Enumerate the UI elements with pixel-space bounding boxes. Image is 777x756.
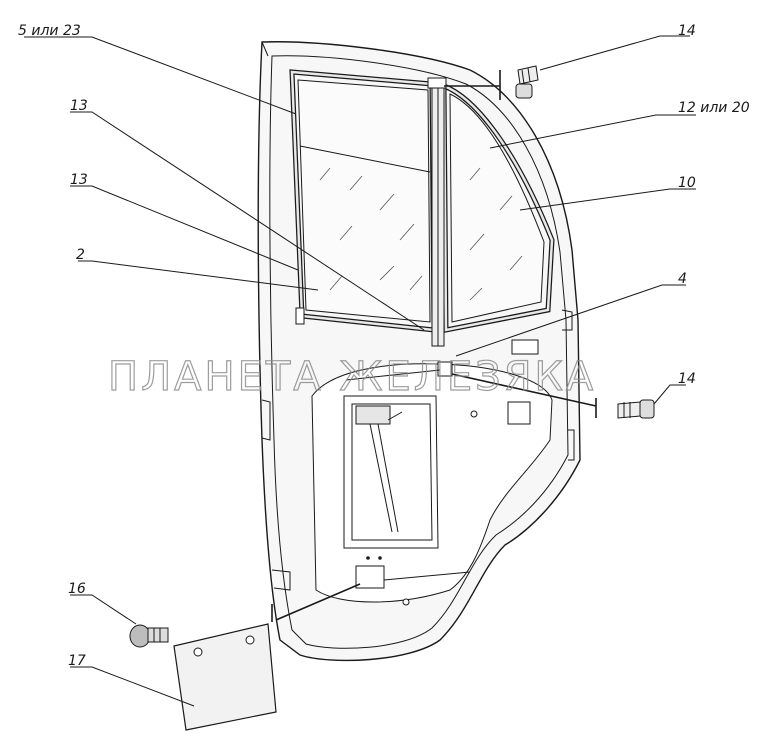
glass-hatching <box>319 167 523 301</box>
assembly-lines <box>271 70 597 622</box>
lock-opening <box>507 401 531 425</box>
callout-5-or-23: 5 или 23 <box>18 23 81 39</box>
callout-13-upper: 13 <box>70 98 88 114</box>
callout-14-upper: 14 <box>678 23 696 39</box>
callout-4: 4 <box>678 271 687 287</box>
fixed-glass <box>297 79 431 323</box>
service-opening <box>343 395 439 549</box>
bolt-upper-icon <box>515 65 539 99</box>
bolt-lower-icon <box>617 399 655 419</box>
callout-14-lower: 14 <box>678 371 696 387</box>
leader-lines <box>24 35 696 707</box>
vent-glass <box>449 93 545 323</box>
rivet-icon <box>129 624 169 648</box>
inner-panel <box>311 339 553 606</box>
watermark-text: ПЛАНЕТА ЖЕЛЕЗЯКА <box>108 354 596 400</box>
callout-10: 10 <box>678 175 696 191</box>
window-assembly <box>289 69 555 347</box>
callout-2: 2 <box>76 247 85 263</box>
window-regulator <box>355 405 391 425</box>
cover-plate-icon <box>173 623 277 731</box>
callout-16: 16 <box>68 581 86 597</box>
access-hole <box>355 565 385 589</box>
callout-13-lower: 13 <box>70 172 88 188</box>
callout-12-or-20: 12 или 20 <box>678 100 750 116</box>
callout-labels: 5 или 23 14 13 12 или 20 13 10 2 4 14 16… <box>18 23 750 669</box>
callout-17: 17 <box>68 653 86 669</box>
